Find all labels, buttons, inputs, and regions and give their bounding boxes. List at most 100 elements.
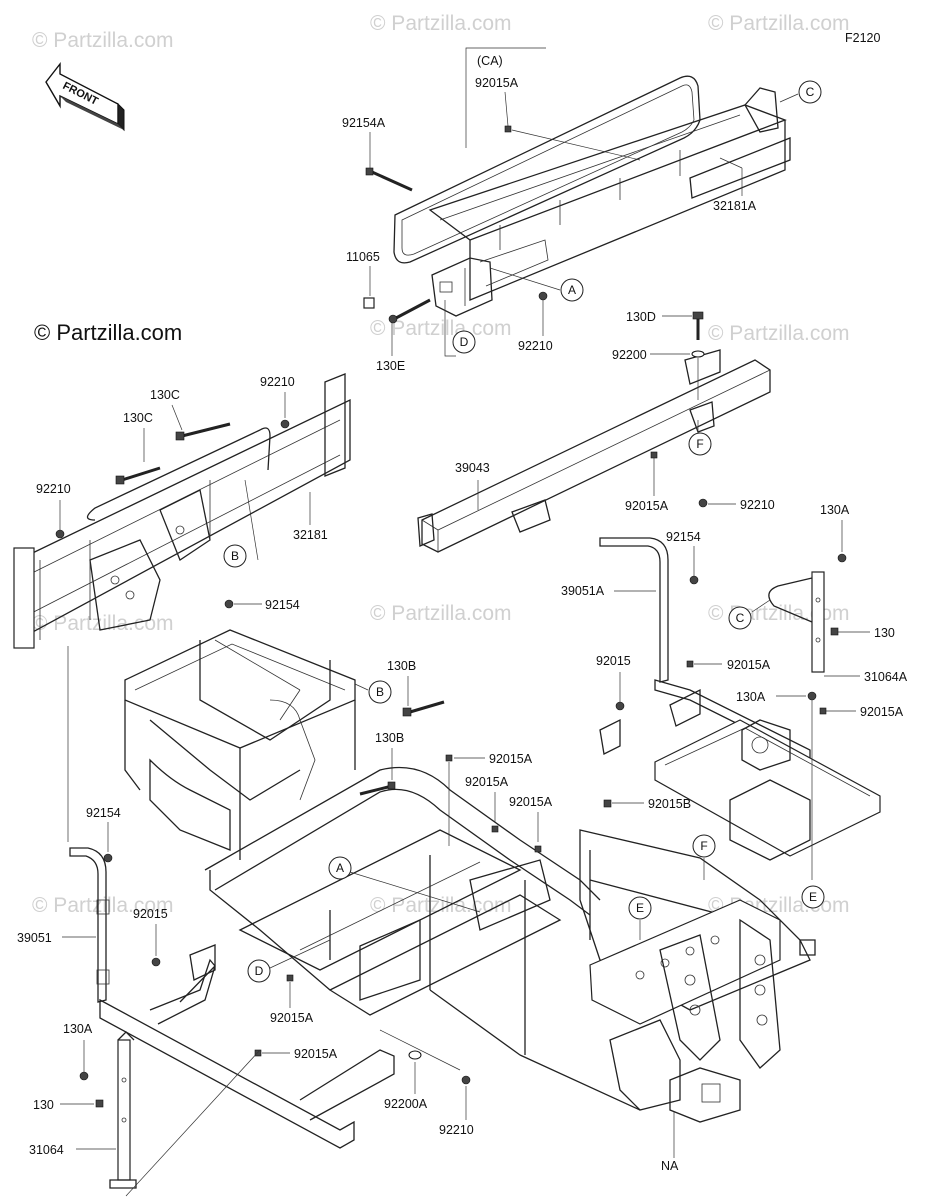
part-label: 130A [736,690,766,704]
svg-text:A: A [336,861,344,875]
svg-text:B: B [376,685,384,699]
front-arrow-icon: FRONT [45,61,125,132]
part-label: 92015A [465,775,509,789]
svg-text:D: D [460,335,469,349]
bolt-icon [95,1099,104,1108]
part-label: 92200 [612,348,647,362]
bolt-icon [79,1071,89,1081]
bolt-icon [402,700,445,717]
part-label: 31064 [29,1143,64,1157]
part-label: 92154 [265,598,300,612]
svg-text:C: C [806,85,815,99]
part-label: (CA) [477,54,503,68]
svg-text:D: D [255,964,264,978]
bolt-icon [807,691,817,701]
side-frame-39051 [69,847,395,1149]
part-label: 130D [626,310,656,324]
part-label: 92015A [509,795,553,809]
callout-C: C [779,80,822,104]
part-label: 39051A [561,584,605,598]
callout-D: D [247,939,331,983]
bolt-icon [837,553,847,563]
cargo-bed-frame-32181A [393,75,791,317]
callout-B: B [354,680,392,704]
watermark: © Partzilla.com [370,317,512,340]
part-label: 31064A [864,670,908,684]
washer-icon [408,1050,422,1060]
callout-A: A [489,267,584,302]
part-label: 11065 [346,250,380,264]
part-label: 130C [123,411,153,425]
part-label: 130C [150,388,180,402]
side-frame-39051A [599,537,881,861]
callout-D: D [444,300,476,357]
copyright-label: © Partzilla.com [34,320,182,345]
bolt-icon [504,125,512,133]
part-label: 92200A [384,1097,428,1111]
bracket-31064 [109,1031,137,1189]
bolt-icon [286,974,294,982]
callout-A: A [328,856,481,913]
part-label: 92015B [648,797,691,811]
bolt-icon [388,298,431,324]
bolt-icon [151,957,161,967]
watermark: © Partzilla.com [370,12,512,35]
nut-icon [461,1075,471,1085]
svg-text:E: E [809,890,817,904]
part-label: 92015A [489,752,533,766]
bolt-icon [615,701,625,711]
callout-B: B [223,479,259,568]
bolt-icon [650,451,658,459]
part-label: 92154A [342,116,386,130]
bolt-icon [224,599,234,609]
bolt-icon [686,660,694,668]
part-label: 92015A [475,76,519,90]
part-label: 92210 [439,1123,474,1137]
bolt-icon [603,799,612,808]
svg-text:F: F [700,839,707,853]
nut-icon [55,529,65,539]
part-label: 39051 [17,931,52,945]
svg-text:A: A [568,283,576,297]
watermark: © Partzilla.com [708,12,850,35]
part-label: 130 [874,626,895,640]
bolt-icon [175,422,231,441]
callout-E: E [628,896,652,940]
bolt-icon [689,575,699,585]
bolt-icon [445,754,453,762]
washer-icon [691,350,705,358]
front-frame-32181 [13,373,351,649]
bolt-icon [359,781,396,796]
main-chassis [124,629,816,1123]
part-label: 92154 [666,530,701,544]
part-label: 130 [33,1098,54,1112]
watermark: © Partzilla.com [32,29,174,52]
part-label: 92154 [86,806,121,820]
watermark: © Partzilla.com [708,322,850,345]
svg-text:B: B [231,549,239,563]
cross-member-39043 [417,349,771,553]
callout-F: F [692,834,716,880]
svg-text:E: E [636,901,644,915]
nut-icon [698,498,708,508]
bolt-icon [103,853,113,863]
part-label: 92015A [294,1047,338,1061]
part-label: 92015A [625,499,669,513]
part-label: 92015 [133,907,168,921]
nut-icon [280,419,290,429]
watermark: © Partzilla.com [370,602,512,625]
bolt-icon [819,707,827,715]
bolt-icon [254,1049,262,1057]
bolt-icon [115,466,161,485]
part-label: 92015 [596,654,631,668]
part-label: 92015A [270,1011,314,1025]
bolt-icon [830,627,839,636]
part-label: 130B [387,659,416,673]
bushing-icon [363,297,375,309]
part-label: 32181A [713,199,757,213]
bolt-icon [365,167,413,192]
part-label: 92015A [860,705,904,719]
diagram-code: F2120 [845,31,880,45]
bracket-31064A [768,571,825,673]
